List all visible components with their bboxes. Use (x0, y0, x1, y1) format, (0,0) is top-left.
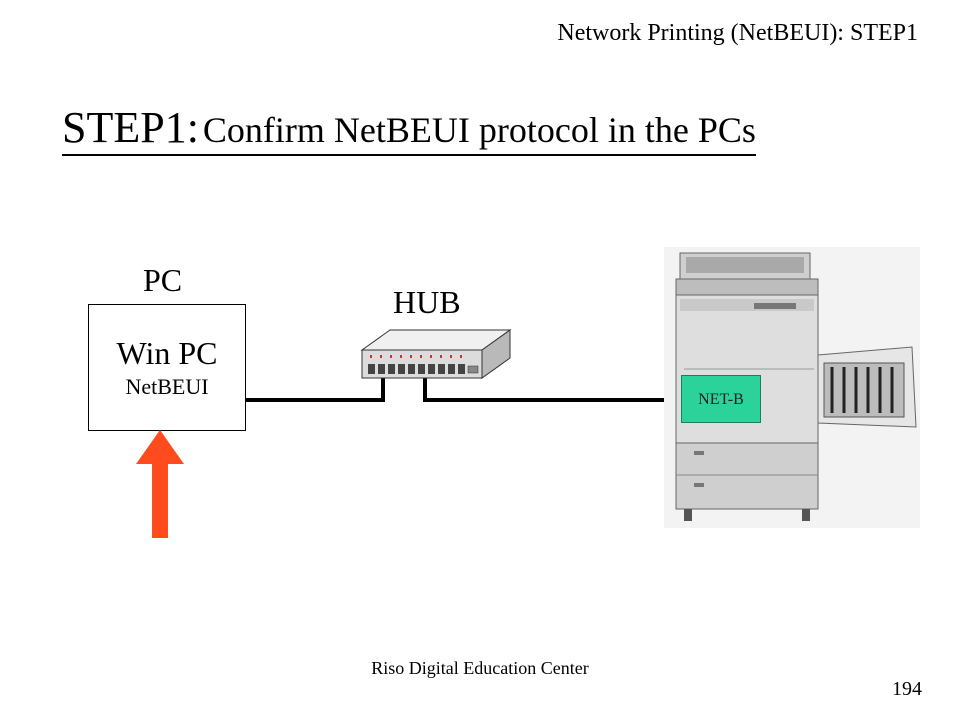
footer-text: Riso Digital Education Center (371, 658, 589, 678)
win-pc-box: Win PC NetBEUI (88, 304, 246, 431)
header-title: Network Printing (NetBEUI): STEP1 (557, 20, 918, 46)
pc-label: PC (143, 262, 183, 298)
cable-pc-to-hub (246, 368, 385, 402)
pc-protocol: NetBEUI (125, 374, 209, 399)
main-title: STEP1: Confirm NetBEUI protocol in the P… (62, 106, 756, 156)
hub-device-icon (360, 329, 512, 379)
red-arrow-icon (136, 430, 184, 538)
page-number: 194 (892, 678, 922, 700)
hub-label: HUB (393, 284, 461, 320)
main-title-step: STEP1: (62, 103, 199, 152)
net-b-card: NET-B (681, 375, 761, 423)
cable-hub-to-printer (423, 368, 682, 402)
main-title-text: Confirm NetBEUI protocol in the PCs (202, 110, 756, 150)
pc-name: Win PC (116, 335, 218, 371)
